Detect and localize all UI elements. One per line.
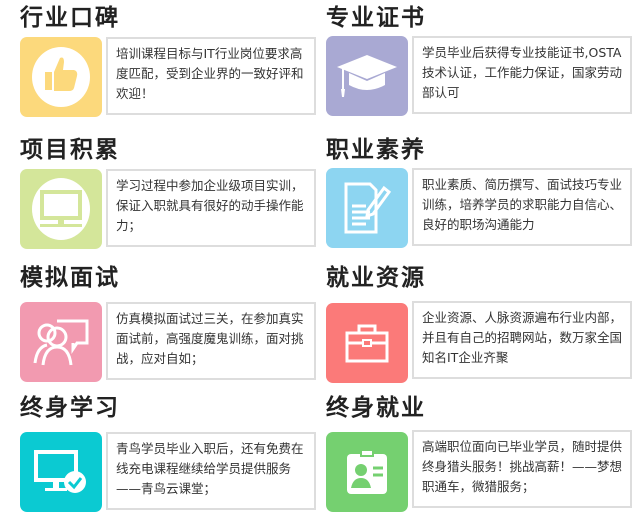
card-title: 项目积累: [20, 137, 120, 163]
card-lifelong-employment: 终身就业 高端职位面向已毕业学员，随时提供终身猎头服务！挑战高薪！——梦想职通车…: [326, 394, 632, 524]
card-title: 职业素养: [326, 137, 426, 163]
card-description: 仿真模拟面试过三关，在参加真实面试前，高强度魔鬼训练，面对挑战，应对自如；: [106, 302, 316, 380]
card-professional-quality: 职业素养 职业素质、简历撰写、面试技巧专业训练，培养学员的求职能力自信心、良好的…: [326, 136, 632, 266]
id-badge-icon: [326, 432, 408, 512]
document-edit-icon: [326, 168, 408, 248]
card-description: 学员毕业后获得专业技能证书,OSTA技术认证，工作能力保证，国家劳动部认可: [412, 36, 632, 114]
card-title: 模拟面试: [20, 265, 120, 291]
card-title: 终身学习: [20, 395, 120, 421]
card-description: 职业素质、简历撰写、面试技巧专业训练，培养学员的求职能力自信心、良好的职场沟通能…: [412, 168, 632, 246]
card-description: 企业资源、人脉资源遍布行业内部，并且有自己的招聘网站，数万家全国知名IT企业齐聚: [412, 301, 632, 379]
monitor-icon: [20, 169, 102, 249]
card-lifelong-learning: 终身学习 青鸟学员毕业入职后，还有免费在线充电课程继续给学员提供服务——青鸟云课…: [20, 394, 320, 524]
card-industry-reputation: 行业口碑 培训课程目标与IT行业岗位要求高度匹配，受到企业界的一致好评和欢迎！: [20, 4, 320, 134]
card-employment-resources: 就业资源 企业资源、人脉资源遍布行业内部，并且有自己的招聘网站，数万家全国知名I…: [326, 264, 632, 394]
card-title: 终身就业: [326, 395, 426, 421]
card-description: 学习过程中参加企业级项目实训，保证入职就具有很好的动手操作能力；: [106, 169, 316, 247]
interview-chat-icon: [20, 302, 102, 382]
card-title: 就业资源: [326, 265, 426, 291]
card-title: 行业口碑: [20, 5, 120, 31]
thumbs-up-icon: [20, 37, 102, 117]
briefcase-icon: [326, 303, 408, 383]
card-title: 专业证书: [326, 5, 426, 31]
card-mock-interview: 模拟面试 仿真模拟面试过三关，在参加真实面试前，高强度魔鬼训练，面对挑战，应对自…: [20, 264, 320, 394]
card-description: 培训课程目标与IT行业岗位要求高度匹配，受到企业界的一致好评和欢迎！: [106, 37, 316, 115]
card-project-accumulation: 项目积累 学习过程中参加企业级项目实训，保证入职就具有很好的动手操作能力；: [20, 136, 320, 266]
graduation-cap-icon: [326, 36, 408, 116]
card-description: 高端职位面向已毕业学员，随时提供终身猎头服务！挑战高薪！——梦想职通车，微猎服务…: [412, 430, 632, 508]
card-professional-certificate: 专业证书 学员毕业后获得专业技能证书,OSTA技术认证，工作能力保证，国家劳动部…: [326, 4, 632, 134]
computer-check-icon: [20, 432, 102, 512]
card-description: 青鸟学员毕业入职后，还有免费在线充电课程继续给学员提供服务——青鸟云课堂；: [106, 432, 316, 510]
